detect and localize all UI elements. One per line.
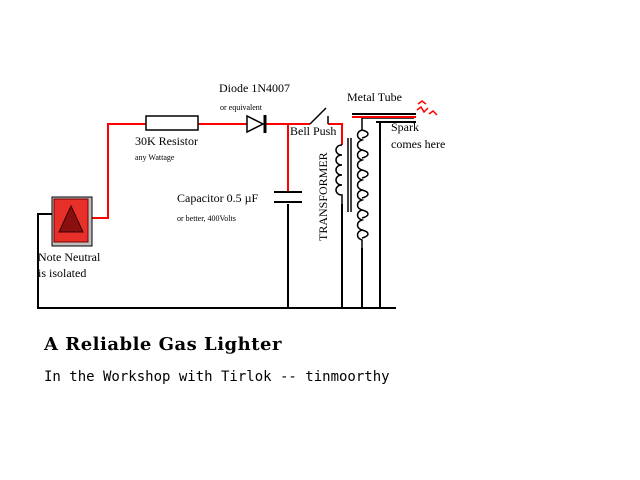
metal-tube	[352, 113, 416, 123]
bell-push-label: Bell Push	[290, 124, 336, 138]
diode-icon	[246, 114, 267, 134]
live-wiring	[88, 123, 343, 219]
plug-icon	[51, 196, 93, 247]
capacitor-icon	[274, 191, 302, 203]
diode-note: or equivalent	[220, 103, 263, 112]
spark-label-2: comes here	[391, 137, 445, 151]
metal-tube-label: Metal Tube	[347, 90, 402, 104]
note-label-2: is isolated	[38, 266, 86, 280]
spark-label: Spark	[391, 120, 419, 134]
resistor-icon	[145, 115, 199, 131]
note-label: Note Neutral	[38, 250, 101, 264]
neutral-wiring	[37, 122, 396, 309]
page-subtitle: In the Workshop with Tirlok -- tinmoorth…	[44, 369, 390, 385]
page-title: A Reliable Gas Lighter	[43, 334, 282, 355]
resistor-label: 30K Resistor	[135, 134, 198, 148]
transformer-icon	[335, 117, 414, 248]
transformer-label: TRANSFORMER	[316, 152, 330, 241]
capacitor-label: Capacitor 0.5 µF	[177, 191, 259, 205]
switch-icon	[309, 107, 329, 125]
resistor-note: any Wattage	[135, 153, 175, 162]
diode-label: Diode 1N4007	[219, 81, 290, 95]
capacitor-note: or better, 400Volts	[177, 214, 236, 223]
spark-icon	[416, 100, 438, 116]
